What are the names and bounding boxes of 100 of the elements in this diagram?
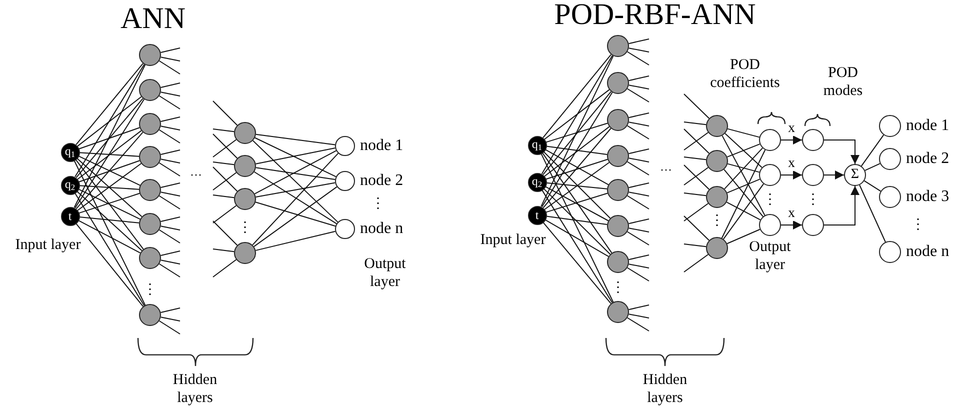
connection-line [254,150,337,194]
layer-label: POD modes [822,64,864,100]
connection-line [78,188,141,220]
connection-line [721,149,766,239]
ellipsis: ⋮ [805,192,821,210]
connection-line [626,231,650,246]
connection-line [543,188,611,255]
connection-line [74,98,145,208]
connection-line [78,160,140,182]
connection-line [212,100,238,126]
input-neuron: q$_{1}$ [528,136,546,154]
connection-line [626,267,650,282]
arrow [780,170,802,180]
hidden-neuron [607,72,629,94]
connection-line [76,98,144,178]
connection-line [546,192,608,213]
hidden-neuron [706,186,728,208]
connection-line [722,135,766,216]
input-neuron: q$_{1}$ [60,142,80,162]
connection-line [684,94,710,119]
connection-line [546,216,608,226]
connection-line [626,125,650,140]
connection-line [727,163,760,173]
connection-line [864,163,880,171]
connection-line [540,55,614,207]
connection-line [160,260,180,264]
connection-line [255,167,336,180]
node-label: node 2 [906,150,950,168]
node-label: node 1 [906,117,950,135]
connection-line [76,158,142,218]
input-neuron: q$_{2}$ [60,176,80,194]
arrow [824,170,844,180]
node-label: node 2 [360,172,404,190]
connection-line [76,190,142,252]
connection-line [542,152,612,254]
connection-line [77,96,142,147]
hidden-neuron [139,146,161,168]
connection-line [626,161,650,176]
connection-line [726,202,761,220]
connection-line [254,171,338,224]
connection-line [78,185,140,190]
connection-line [859,184,886,242]
connection-line [160,126,180,130]
connection-line [544,149,609,186]
connection-line [541,92,613,208]
ellipsis: ··· [189,168,203,182]
connection-line [684,254,709,272]
ellipsis: ⋮ [610,280,626,298]
arrow [824,140,860,164]
connection-line [864,180,882,192]
connection-line [160,182,180,188]
connection-line [74,64,145,178]
node-label: node n [360,220,404,238]
hidden-neuron [139,79,161,101]
connection-line [628,218,650,224]
connection-line [684,244,707,248]
node-label: node 3 [906,188,950,206]
connection-line [546,122,608,143]
connection-line [628,148,650,154]
connection-line [626,195,650,210]
connection-line [628,254,650,260]
connection-line [254,137,336,178]
hidden-neuron [234,155,256,177]
connection-line [160,308,180,313]
hidden-neuron [607,251,629,273]
connection-line [158,263,180,278]
connection-line [212,248,235,252]
output-neuron [335,171,355,191]
hidden-neuron [607,109,629,131]
output-neuron [335,219,355,239]
connection-line [544,219,609,257]
node-label: node 1 [360,137,404,155]
connection-line [78,192,140,214]
hidden-neuron [139,304,161,326]
heading: ANN [120,1,186,37]
connection-line [684,164,710,190]
connection-line [543,151,611,219]
layer-label: Output layer [748,238,792,274]
connection-line [75,159,144,250]
connection-line [626,88,650,102]
connection-line [74,64,146,208]
connection-line [212,194,235,198]
connection-line [77,130,142,180]
connection-line [626,317,650,332]
hidden-neuron [139,44,161,66]
connection-line [160,250,180,256]
connection-line [160,82,180,88]
connection-line [212,128,235,132]
hidden-neuron [234,242,256,264]
connection-line [212,259,237,278]
connection-line [684,122,707,126]
output-neuron [879,241,901,263]
connection-line [628,158,650,162]
connection-line [544,126,610,177]
connection-line [158,162,180,176]
connection-line [628,84,650,90]
connection-line [544,162,610,210]
connection-line [160,92,180,96]
connection-line [540,153,614,303]
connection-line [724,148,763,190]
